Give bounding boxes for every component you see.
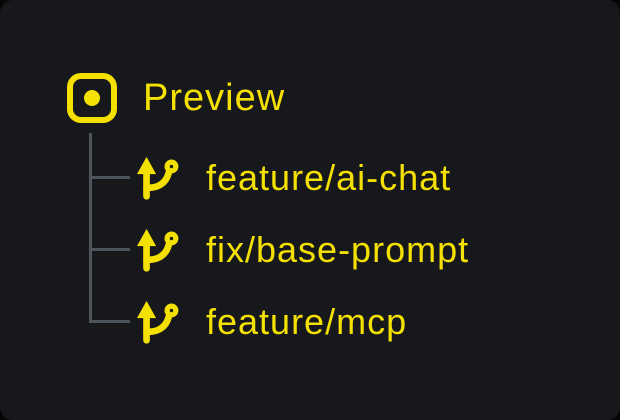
dot-in-square-icon [67, 73, 117, 123]
tree-branch-feature-ai-chat[interactable]: feature/ai-chat [136, 154, 451, 202]
tree-tick-3 [89, 320, 130, 323]
tree-root-node[interactable]: Preview [67, 73, 285, 123]
tree-branch-fix-base-prompt[interactable]: fix/base-prompt [136, 226, 469, 274]
branch-label: feature/ai-chat [206, 157, 452, 198]
dot-in-square-icon-dot [84, 90, 100, 106]
tree-vertical-line [89, 133, 92, 323]
git-branch-icon [136, 228, 179, 272]
tree-root-label: Preview [143, 76, 286, 119]
tree-tick-2 [89, 248, 130, 251]
git-branch-icon [136, 300, 179, 344]
tree-tick-1 [89, 176, 130, 179]
git-branch-icon [136, 156, 179, 200]
branch-label: feature/mcp [206, 301, 408, 342]
tree-branch-feature-mcp[interactable]: feature/mcp [136, 298, 407, 346]
branch-label: fix/base-prompt [206, 229, 470, 270]
